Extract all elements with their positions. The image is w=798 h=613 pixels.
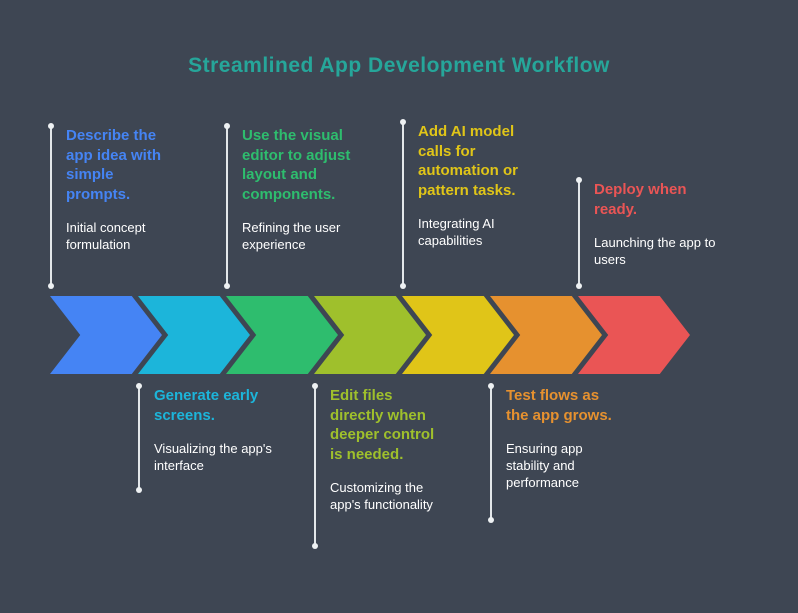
step-callout-5: Add AI model calls for automation or pat… — [400, 119, 562, 289]
workflow-arrow-1 — [50, 296, 162, 374]
step-description: Integrating AI capabilities — [418, 216, 495, 249]
step-heading: Describe the app idea with simple prompt… — [66, 127, 162, 203]
step-description: Customizing the app's functionality — [330, 480, 433, 513]
connector-dot — [48, 123, 54, 129]
connector-line — [136, 383, 142, 493]
connector-dot — [312, 383, 318, 389]
step-heading: Edit files directly when deeper control … — [330, 387, 435, 463]
connector-dot — [488, 383, 494, 389]
step-description: Refining the user experience — [242, 220, 341, 253]
page-title: Streamlined App Development Workflow — [188, 54, 610, 77]
step-callout-7: Deploy when ready. Launching the app to … — [576, 177, 748, 289]
connector-dot — [48, 283, 54, 289]
step-callout-4: Edit files directly when deeper control … — [312, 383, 474, 549]
step-heading: Test flows as the app grows. — [506, 387, 612, 424]
connector-dot — [312, 543, 318, 549]
step-callout-1: Describe the app idea with simple prompt… — [48, 123, 210, 289]
step-description: Initial concept formulation — [66, 220, 146, 253]
step-callout-3: Use the visual editor to adjust layout a… — [224, 123, 386, 289]
connector-dot — [488, 517, 494, 523]
step-heading: Add AI model calls for automation or pat… — [418, 123, 518, 199]
connector-line — [224, 123, 230, 289]
connector-line — [48, 123, 54, 289]
step-heading: Deploy when ready. — [594, 181, 687, 218]
connector-dot — [576, 283, 582, 289]
step-description: Launching the app to users — [594, 235, 716, 268]
connector-line — [576, 177, 582, 289]
connector-dot — [224, 123, 230, 129]
connector-dot — [400, 283, 406, 289]
connector-line — [488, 383, 494, 523]
step-description: Visualizing the app's interface — [154, 441, 272, 474]
step-description: Ensuring app stability and performance — [506, 441, 583, 491]
connector-dot — [136, 487, 142, 493]
step-heading: Generate early screens. — [154, 387, 259, 424]
connector-line — [400, 119, 406, 289]
step-callout-6: Test flows as the app grows. Ensuring ap… — [488, 383, 650, 523]
connector-dot — [136, 383, 142, 389]
step-heading: Use the visual editor to adjust layout a… — [242, 127, 351, 203]
connector-dot — [224, 283, 230, 289]
connector-line — [312, 383, 318, 549]
connector-dot — [576, 177, 582, 183]
connector-dot — [400, 119, 406, 125]
step-callout-2: Generate early screens. Visualizing the … — [136, 383, 298, 493]
